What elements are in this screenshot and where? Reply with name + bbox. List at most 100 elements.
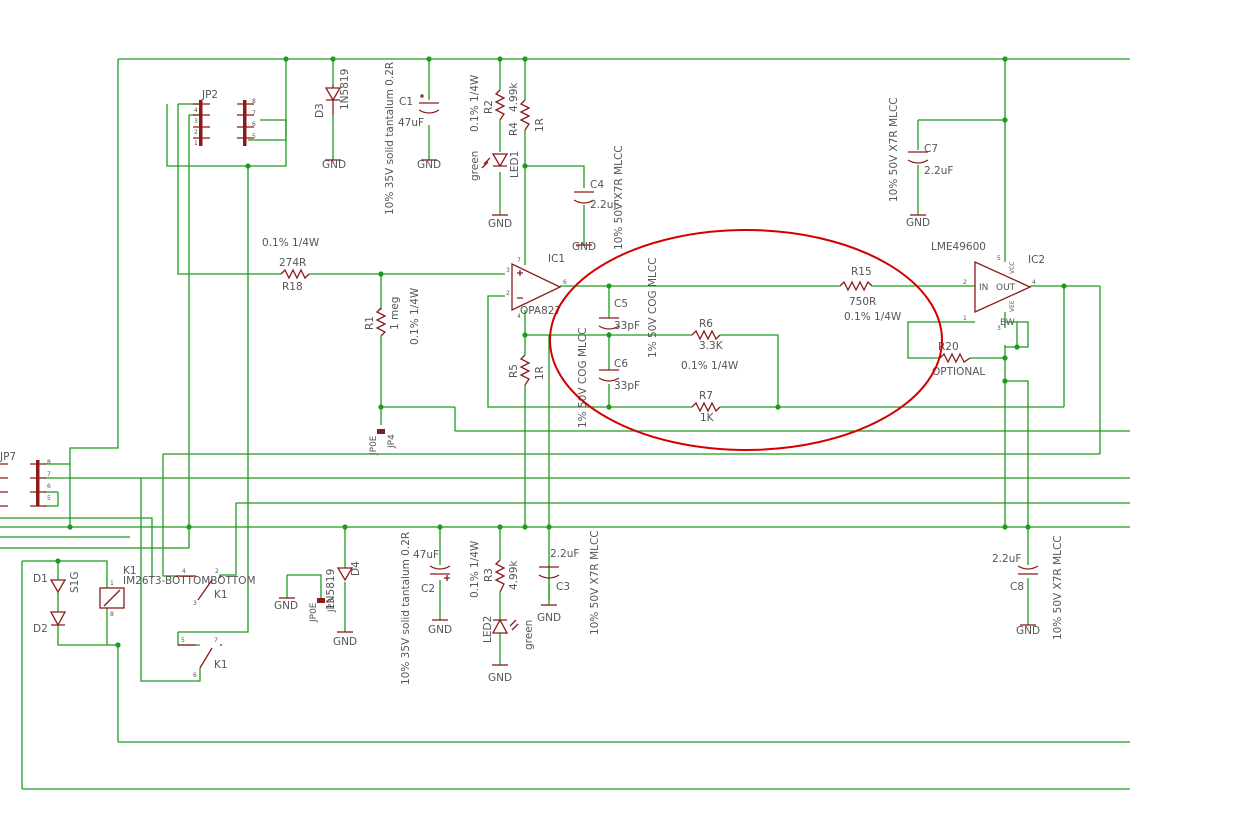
svg-text:0.1% 1/4W: 0.1% 1/4W: [409, 287, 421, 345]
svg-text:R2: R2: [483, 100, 495, 114]
diode-d3: D3 1N5819 GND: [314, 69, 351, 171]
svg-text:K1: K1: [214, 589, 228, 601]
svg-text:2.2uF: 2.2uF: [992, 553, 1021, 565]
svg-text:green: green: [469, 151, 481, 181]
svg-text:R18: R18: [282, 281, 303, 293]
opamp-ic1: IC1 OPA827 3 2 7 4 6: [506, 253, 567, 320]
svg-text:7: 7: [517, 257, 521, 264]
jp2-label: JP2: [201, 89, 218, 101]
svg-text:47uF: 47uF: [413, 549, 439, 561]
svg-text:OPA827: OPA827: [520, 305, 561, 317]
svg-text:1K: 1K: [700, 412, 715, 424]
capacitor-c1: C1 47uF 10% 35V solid tantalum 0.2R GND: [384, 62, 441, 215]
svg-text:GND: GND: [906, 217, 930, 229]
svg-text:7: 7: [214, 637, 218, 644]
svg-text:8: 8: [252, 98, 256, 105]
svg-text:JP4: JP4: [387, 434, 397, 449]
svg-text:0.1% 1/4W: 0.1% 1/4W: [469, 540, 481, 598]
svg-text:0.1% 1/4W: 0.1% 1/4W: [262, 237, 320, 249]
svg-text:GND: GND: [572, 241, 596, 253]
svg-text:7: 7: [252, 110, 256, 117]
svg-text:R5: R5: [508, 364, 520, 378]
svg-text:JP0E: JP0E: [309, 602, 319, 623]
svg-text:green: green: [523, 620, 535, 650]
svg-text:GND: GND: [1016, 625, 1040, 637]
svg-text:LED2: LED2: [482, 616, 494, 643]
svg-text:2: 2: [215, 568, 219, 575]
resistor-r3: 0.1% 1/4W R3 4.99k: [469, 540, 520, 598]
capacitor-c5: C5 33pF 1% 50V COG MLCC: [598, 257, 659, 358]
capacitor-c3: 2.2uF C3 10% 50V X7R MLCC GND: [537, 530, 601, 635]
svg-text:274R: 274R: [279, 257, 306, 269]
svg-text:K1: K1: [123, 565, 137, 577]
svg-text:GND: GND: [488, 218, 512, 230]
capacitor-c8: 2.2uF C8 10% 50V X7R MLCC GND: [992, 535, 1064, 640]
svg-text:33pF: 33pF: [614, 320, 640, 332]
connector-jp2: JP2 8 7 6 5 4 3 2 1: [193, 89, 256, 147]
led-led1: green LED1 GND: [469, 151, 521, 230]
svg-text:JP0E: JP0E: [369, 435, 379, 456]
connector-jp7: JP7 8 7 6 5: [0, 451, 51, 507]
svg-text:GND: GND: [333, 636, 357, 648]
diode-d4: D4 1N5819 GND: [325, 561, 362, 648]
svg-text:0.1% 1/4W: 0.1% 1/4W: [844, 311, 902, 323]
led-led2: LED2 green GND: [482, 616, 535, 684]
svg-text:1R: 1R: [534, 366, 546, 380]
svg-text:C7: C7: [924, 143, 938, 155]
svg-text:4: 4: [182, 568, 186, 575]
svg-text:R3: R3: [483, 568, 495, 582]
svg-text:C2: C2: [421, 583, 435, 595]
svg-text:10% 50V X7R MLCC: 10% 50V X7R MLCC: [888, 97, 900, 202]
svg-text:R7: R7: [699, 390, 713, 402]
svg-text:5: 5: [181, 637, 185, 644]
svg-text:D3: D3: [314, 103, 326, 118]
svg-text:6: 6: [193, 672, 197, 679]
svg-text:1: 1: [110, 580, 114, 587]
svg-text:C5: C5: [614, 298, 628, 310]
resistor-r4: R4 1R: [508, 99, 546, 136]
svg-text:R1: R1: [364, 316, 376, 330]
svg-text:JP3: JP3: [327, 598, 337, 613]
svg-text:8: 8: [110, 611, 114, 618]
svg-text:R20: R20: [938, 341, 959, 353]
svg-text:GND: GND: [322, 159, 346, 171]
svg-text:3.3K: 3.3K: [699, 340, 724, 352]
svg-text:47uF: 47uF: [398, 117, 424, 129]
svg-text:C8: C8: [1010, 581, 1024, 593]
svg-text:BW: BW: [1000, 318, 1015, 328]
jumper-jp3: GND JP0E JP3: [274, 597, 337, 623]
svg-text:10% 35V solid tantalum 0.2R: 10% 35V solid tantalum 0.2R: [384, 62, 396, 215]
svg-text:VEE: VEE: [1009, 300, 1016, 312]
svg-text:3: 3: [194, 118, 198, 125]
svg-text:D1: D1: [33, 573, 48, 585]
svg-text:4.99k: 4.99k: [508, 560, 520, 590]
svg-text:C6: C6: [614, 358, 628, 370]
resistor-r18: 0.1% 1/4W 274R R18: [262, 237, 320, 293]
capacitor-c7: C7 2.2uF 10% 50V X7R MLCC GND: [888, 97, 953, 229]
svg-text:6: 6: [252, 121, 256, 128]
svg-text:VCC: VCC: [1009, 262, 1016, 274]
svg-text:R4: R4: [508, 122, 520, 136]
resistor-r2: R2 4.99k 0.1% 1/4W: [469, 74, 520, 132]
svg-text:IC2: IC2: [1028, 254, 1045, 266]
svg-text:1N5819: 1N5819: [339, 69, 351, 110]
resistor-r20: R20 OPTIONAL: [932, 341, 985, 378]
svg-text:2.2uF: 2.2uF: [924, 165, 953, 177]
svg-text:1N5819: 1N5819: [325, 569, 337, 610]
svg-text:7: 7: [47, 471, 51, 478]
svg-text:GND: GND: [274, 600, 298, 612]
svg-text:3: 3: [506, 267, 510, 274]
capacitor-c2: 47uF C2 10% 35V solid tantalum 0.2R GND: [400, 532, 452, 685]
svg-text:C1: C1: [399, 96, 413, 108]
svg-text:GND: GND: [537, 612, 561, 624]
svg-text:10% 50V X7R MLCC: 10% 50V X7R MLCC: [589, 530, 601, 635]
svg-text:0.1% 1/4W: 0.1% 1/4W: [681, 360, 739, 372]
svg-text:6: 6: [47, 483, 51, 490]
svg-text:OPTIONAL: OPTIONAL: [932, 366, 985, 378]
svg-text:S1G: S1G: [69, 572, 81, 593]
svg-text:IN: IN: [979, 283, 988, 293]
svg-text:D4: D4: [350, 561, 362, 576]
svg-text:1% 50V COG MLCC: 1% 50V COG MLCC: [577, 327, 589, 428]
svg-text:K1: K1: [214, 659, 228, 671]
